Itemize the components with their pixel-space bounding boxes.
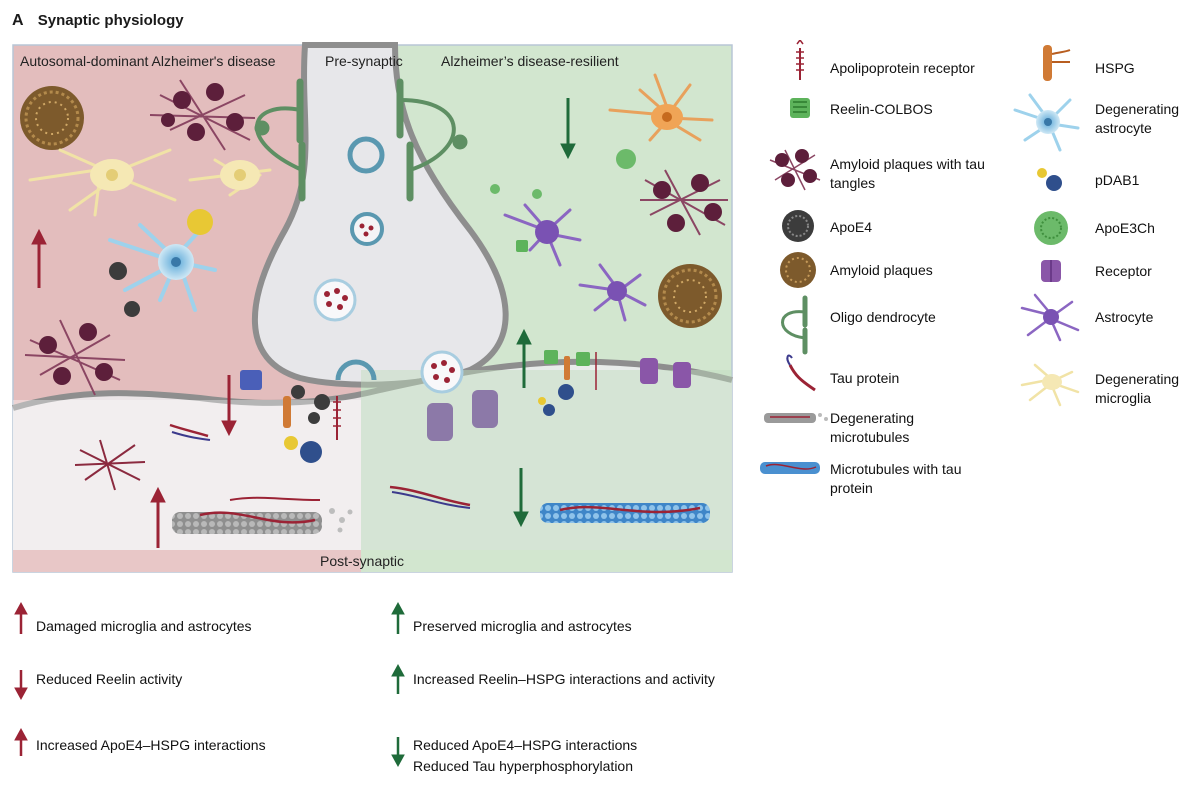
oligodendrocyte-right (396, 78, 468, 202)
amyloid-plaque-right (658, 264, 722, 328)
apoe4-cluster-left (109, 262, 140, 317)
plaques-with-tau-right (640, 169, 728, 236)
legend-label-amyloid-plaques-tau: Amyloid plaques with tau tangles (830, 156, 985, 191)
key-arrow-up-left-1 (14, 601, 28, 634)
right-region-label: Alzheimer’s disease-resilient (441, 53, 619, 69)
key-label-reduced-tau: Reduced Tau hyperphosphorylation (413, 758, 634, 774)
amyloid-plaque-left (20, 86, 84, 150)
degenerating-astrocyte-icon (1013, 93, 1080, 152)
tau-protein-icon (786, 354, 816, 392)
hspg-icon (1043, 45, 1071, 81)
receptor-icon (1041, 260, 1061, 282)
tau-protein-left (169, 423, 211, 441)
legend-label-microtubules-tau: Microtubules with tau protein (830, 461, 962, 496)
legend-icons (760, 40, 1080, 474)
oligodendrocyte-icon (781, 295, 808, 355)
key-label-reduced-apoe4-hspg: Reduced ApoE4–HSPG interactions (413, 737, 638, 753)
vesicle-fusing (335, 359, 377, 381)
vesicle-empty (347, 136, 385, 174)
key-arrow-up-left-3 (14, 727, 28, 756)
key-arrow-up-right-1 (391, 601, 405, 634)
key-label-damaged-glia: Damaged microglia and astrocytes (36, 618, 252, 634)
figure-title: A Synaptic physiology (12, 12, 184, 30)
plaques-with-tau-left-top (149, 79, 256, 151)
astrocyte-purple-right-1 (503, 203, 582, 267)
key-arrows (14, 601, 405, 768)
pdab1-icon (1037, 168, 1062, 191)
reelin-colbos-icon (790, 98, 810, 118)
key-label-increased-reelin-hspg: Increased Reelin–HSPG interactions and a… (413, 671, 715, 687)
legend-label-hspg: HSPG (1095, 60, 1135, 76)
tau-protein-right (389, 485, 471, 509)
astrocyte-purple-right-2 (578, 263, 647, 322)
apoe4-membrane-left (291, 385, 330, 424)
key-label-reduced-reelin: Reduced Reelin activity (36, 671, 183, 687)
amyloid-plaques-icon (780, 252, 816, 288)
tau-tangle-left (74, 439, 146, 491)
plaques-with-tau-left-bottom (24, 319, 126, 396)
legend-label-astrocyte: Astrocyte (1095, 309, 1154, 325)
panel-title: Synaptic physiology (37, 12, 184, 29)
degenerating-microtubules-icon (764, 413, 828, 423)
apoe3ch-icon (1034, 211, 1068, 245)
degenerating-astrocyte-left (108, 209, 217, 312)
reelin-hspg-right (538, 350, 597, 416)
panel-letter: A (12, 12, 24, 29)
microtubule-with-tau (540, 503, 710, 523)
legend-label-oligodendrocyte: Oligo dendrocyte (830, 309, 936, 325)
legend-label-receptor: Receptor (1095, 263, 1152, 279)
postsynaptic-membrane (12, 358, 733, 411)
receptors-right (427, 358, 691, 441)
key-label-preserved-glia: Preserved microglia and astrocytes (413, 618, 632, 634)
pdab1-left (284, 436, 322, 463)
arrow-up-right-reelin (516, 328, 532, 388)
microtubules-tau-icon (760, 462, 820, 474)
reelin-colbos-left (240, 370, 262, 390)
vesicle-resilient (420, 350, 464, 394)
reelin-colbos-right-1 (516, 240, 528, 252)
key-arrow-down-right-3 (391, 737, 405, 768)
apoe4-icon (782, 210, 814, 242)
legend-label-degenerating-astrocyte: Degenerating astrocyte (1095, 101, 1180, 136)
key-arrow-down-left-2 (14, 670, 28, 701)
legend-label-degenerating-microglia: Degenerating microglia (1095, 371, 1180, 406)
arrow-down-left-reelin (221, 375, 237, 437)
legend-label-apoe4: ApoE4 (830, 219, 873, 235)
vesicle-large (313, 278, 357, 322)
legend-label-degenerating-microtubules: Degenerating microtubules (830, 410, 915, 445)
left-region-label: Autosomal-dominant Alzheimer's disease (20, 53, 276, 69)
oligodendrocyte-left (254, 78, 306, 202)
legend-label-amyloid-plaques: Amyloid plaques (830, 262, 933, 278)
degenerating-microglia-left (28, 148, 272, 217)
arrow-up-left-1 (31, 228, 47, 288)
astrocyte-orange-right (608, 73, 714, 142)
postsynaptic-label: Post-synaptic (320, 553, 405, 569)
arrow-down-right-1 (560, 98, 576, 160)
apoe3ch-right (490, 149, 636, 199)
key-label-increased-apoe4-hspg: Increased ApoE4–HSPG interactions (36, 737, 266, 753)
legend-label-apolipoprotein-receptor: Apolipoprotein receptor (830, 60, 975, 76)
legend-label-reelin-colbos: Reelin-COLBOS (830, 101, 933, 117)
astrocyte-icon (1020, 293, 1080, 342)
vesicle-small (350, 212, 384, 246)
bottom-strip-right (361, 550, 732, 572)
legend-label-apoe3ch: ApoE3Ch (1095, 220, 1155, 236)
legend-label-pdab1: pDAB1 (1095, 172, 1140, 188)
degenerating-microglia-icon (1020, 363, 1080, 407)
hspg-left (283, 396, 291, 428)
arrow-up-left-2 (150, 486, 166, 548)
amyloid-plaques-tau-icon (769, 149, 821, 191)
key-arrow-up-right-2 (391, 663, 405, 694)
apolipoprotein-receptor-icon (796, 40, 804, 80)
presynaptic-label: Pre-synaptic (325, 53, 403, 69)
legend-label-tau-protein: Tau protein (830, 370, 900, 386)
apolipoprotein-receptor-left (333, 396, 341, 440)
arrow-down-right-2 (513, 468, 529, 528)
degenerating-microtubule (172, 496, 353, 534)
